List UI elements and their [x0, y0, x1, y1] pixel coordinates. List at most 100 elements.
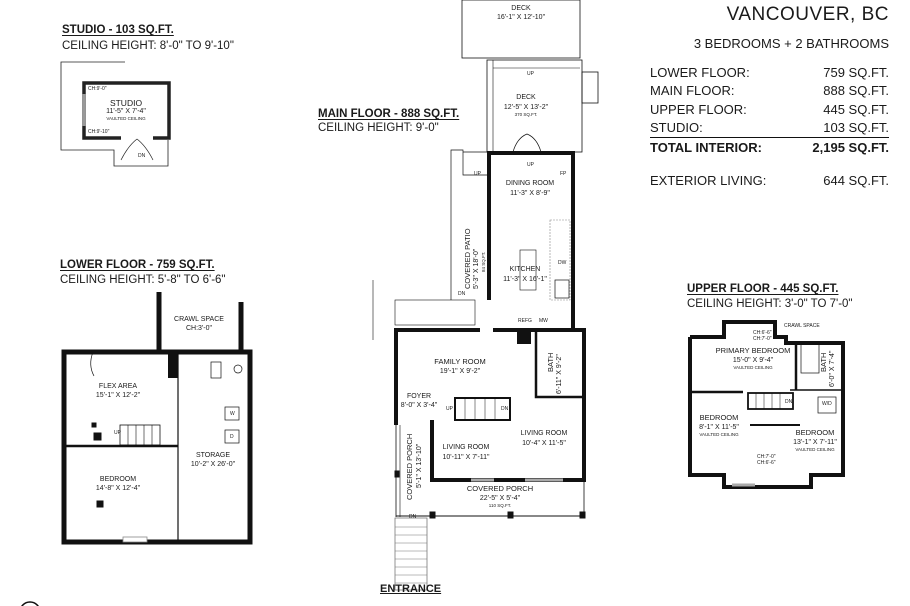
room-note: VAULTED CEILING — [106, 116, 146, 121]
down-label: DN — [138, 153, 146, 159]
down-label: DN — [501, 406, 509, 412]
room-dims: 11'-5" X 7'-4" — [106, 108, 146, 115]
room-dims: 5'-3" X 18'-0" — [473, 248, 480, 289]
room-dims: 11'-3" X 8'-9" — [510, 190, 550, 197]
down-label: DN — [409, 514, 417, 520]
room-name: BATH — [546, 352, 555, 372]
room-note: 110 SQ.FT. — [488, 503, 512, 508]
ceiling-height-note: CH:6'-6" — [753, 330, 772, 336]
fireplace-label: FP — [560, 171, 567, 177]
main-floor-ceiling: CEILING HEIGHT: 9'-0" — [318, 122, 439, 134]
main-floor-plan — [372, 0, 599, 591]
ceiling-height-note: CH:9'-0" — [88, 86, 107, 92]
down-label: DN — [785, 399, 793, 405]
exterior-value: 644 SQ.FT. — [823, 173, 889, 189]
room-name: COVERED PATIO — [463, 228, 472, 289]
room-name: DECK — [516, 94, 536, 101]
crawl-space-label: CRAWL SPACE — [784, 323, 820, 329]
lower-floor-title: LOWER FLOOR - 759 SQ.FT. — [60, 259, 215, 271]
up-label: UP — [527, 162, 534, 168]
room-dims: 15'-1" X 12'-2" — [95, 392, 141, 399]
room-name: PRIMARY BEDROOM — [715, 346, 791, 355]
room-note: VAULTED CEILING — [733, 365, 773, 370]
entrance-label: ENTRANCE — [380, 583, 442, 595]
summary-exterior: EXTERIOR LIVING: 644 SQ.FT. — [650, 172, 889, 191]
summary-panel: VANCOUVER, BC 3 BEDROOMS + 2 BATHROOMS L… — [650, 4, 889, 190]
room-dims: 6'-11" X 9'-2" — [556, 354, 563, 394]
room-name: BEDROOM — [795, 428, 835, 437]
room-name: FAMILY ROOM — [434, 357, 486, 366]
row-label: UPPER FLOOR: — [650, 101, 747, 117]
summary-row: UPPER FLOOR: 445 SQ.FT. — [650, 100, 889, 119]
room-dims: CH:3'-0" — [186, 325, 212, 332]
row-label: STUDIO: — [650, 120, 703, 136]
fridge-label: REFG — [518, 318, 532, 324]
row-value: 445 SQ.FT. — [823, 101, 889, 117]
room-dims: 10'-11" X 7'-11" — [442, 454, 490, 461]
up-label: UP — [527, 71, 534, 77]
room-dims: 16'-1" X 12'-10" — [496, 14, 546, 21]
room-dims: 14'-8" X 12'-4" — [95, 485, 141, 492]
row-label: LOWER FLOOR: — [650, 64, 750, 80]
room-note: VAULTED CEILING — [699, 432, 739, 437]
total-label: TOTAL INTERIOR: — [650, 139, 762, 155]
main-floor-title: MAIN FLOOR - 888 SQ.FT. — [318, 108, 460, 120]
lower-floor-plan — [61, 292, 253, 545]
room-name: DINING ROOM — [505, 180, 555, 187]
room-name: LIVING ROOM — [520, 430, 568, 437]
row-label: MAIN FLOOR: — [650, 83, 735, 99]
room-name: DECK — [511, 5, 531, 12]
washer-dryer-label: W/D — [822, 401, 832, 407]
room-name: FOYER — [406, 393, 432, 400]
upper-floor-title: UPPER FLOOR - 445 SQ.FT. — [687, 283, 839, 295]
room-note: 84 SQ.FT. — [481, 251, 486, 272]
room-dims: 15'-0" X 9'-4" — [732, 357, 774, 364]
room-dims: 19'-1" X 9'-2" — [439, 368, 481, 375]
room-dims: 6'-0" X 7'-4" — [829, 350, 836, 387]
total-value: 2,195 SQ.FT. — [812, 139, 889, 155]
room-name: LIVING ROOM — [442, 444, 490, 451]
room-name: CRAWL SPACE — [174, 316, 224, 323]
studio-plan — [60, 61, 171, 167]
ceiling-height-note: CH:7'-0" — [757, 454, 776, 460]
room-note: VAULTED CEILING — [795, 447, 835, 452]
down-label: DN — [458, 291, 466, 297]
city-title: VANCOUVER, BC — [726, 4, 889, 25]
lower-floor-ceiling: CEILING HEIGHT: 5'-8" TO 6'-6" — [60, 274, 226, 286]
room-name: STUDIO — [109, 98, 143, 108]
summary-row: LOWER FLOOR: 759 SQ.FT. — [650, 63, 889, 82]
up-label: UP — [446, 406, 453, 412]
room-dims: 5'-1" X 13'-10" — [416, 443, 423, 488]
room-name: COVERED PORCH — [466, 484, 534, 493]
row-value: 759 SQ.FT. — [823, 64, 889, 80]
rooms-count: 3 BEDROOMS + 2 BATHROOMS — [693, 36, 889, 51]
up-label: UP — [474, 171, 481, 177]
room-name: BEDROOM — [99, 476, 137, 483]
washer-label: W — [230, 411, 235, 417]
room-name: BATH — [819, 352, 828, 372]
ceiling-height-note: CH:6'-6" — [757, 460, 776, 466]
upper-floor-ceiling: CEILING HEIGHT: 3'-0" TO 7'-0" — [687, 298, 853, 310]
dryer-label: D — [230, 434, 234, 440]
compass-icon — [21, 601, 39, 606]
room-dims: 22'-5" X 5'-4" — [479, 495, 521, 502]
summary-row: MAIN FLOOR:888 SQ.FT. — [650, 82, 889, 101]
room-dims: 12'-5" X 13'-2" — [503, 104, 549, 111]
room-name: KITCHEN — [509, 266, 541, 273]
studio-title: STUDIO - 103 SQ.FT. — [62, 24, 174, 36]
exterior-label: EXTERIOR LIVING: — [650, 173, 767, 189]
room-dims: 8'-0" X 3'-4" — [400, 402, 438, 409]
summary-total: TOTAL INTERIOR: 2,195 SQ.FT. — [650, 137, 889, 157]
studio-ceiling: CEILING HEIGHT: 8'-0" TO 9'-10" — [62, 40, 234, 52]
summary-row: STUDIO: 103 SQ.FT. — [650, 119, 889, 138]
row-value: 103 SQ.FT. — [823, 120, 889, 136]
ceiling-height-note: CH:9'-10" — [88, 129, 110, 135]
upper-floor-plan — [688, 320, 845, 489]
room-note: 370 SQ.FT. — [514, 112, 538, 117]
room-dims: 10'-4" X 11'-5" — [522, 440, 566, 447]
room-dims: 8'-1" X 11'-5" — [699, 424, 739, 431]
microwave-label: MW — [539, 318, 548, 324]
room-dims: 13'-1" X 7'-11" — [793, 439, 837, 446]
room-name: BEDROOM — [699, 413, 739, 422]
